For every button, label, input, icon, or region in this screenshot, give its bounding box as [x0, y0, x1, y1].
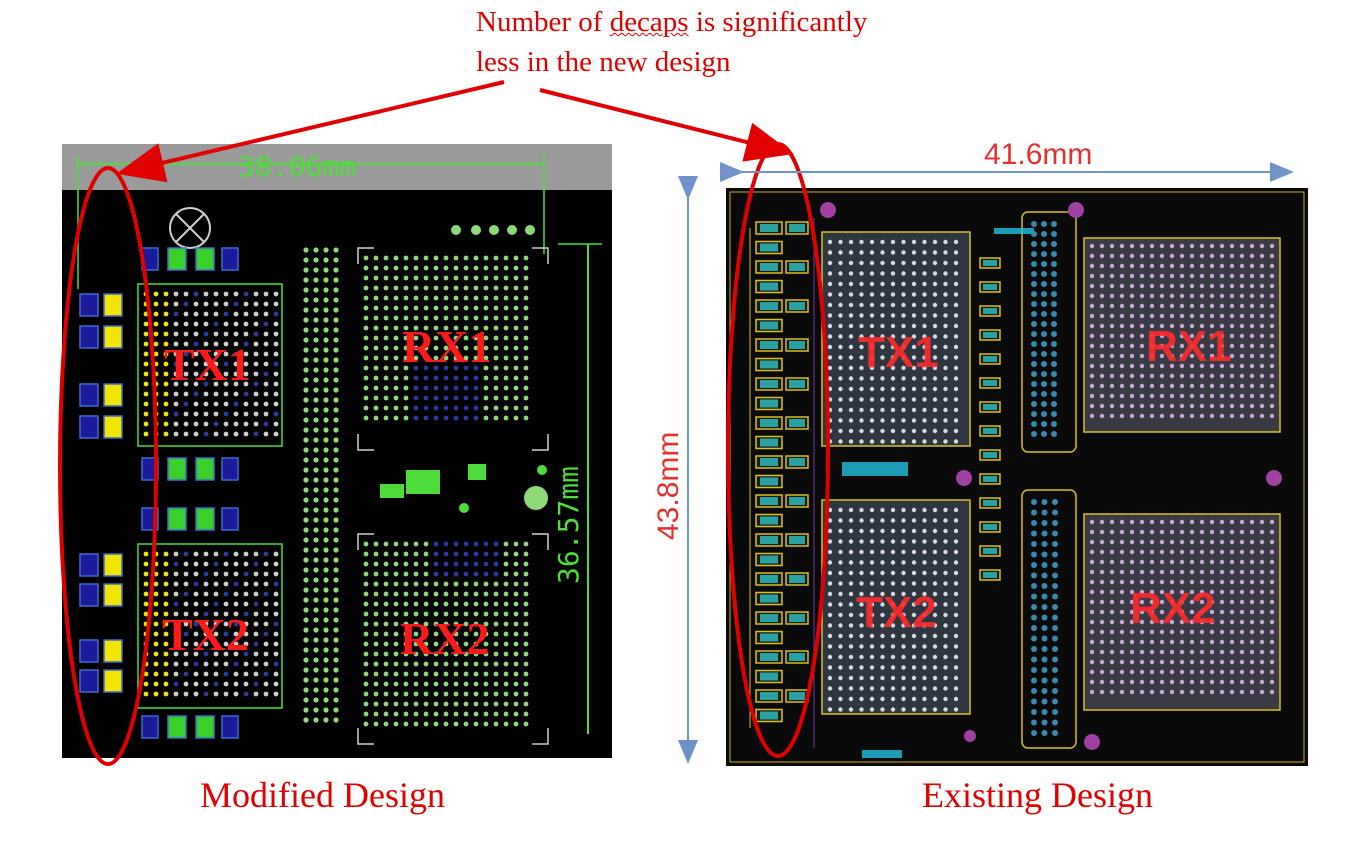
- rx2-ball-grid: [363, 541, 529, 727]
- annotation-text: Number of decaps is significantly less i…: [476, 2, 867, 82]
- modified-height-dimension: 36.57mm: [552, 465, 585, 584]
- modified-board-artwork: [62, 144, 612, 745]
- annotation-line-2: less in the new design: [476, 46, 731, 78]
- annotation-decaps-word: decaps: [609, 6, 689, 38]
- existing-height-dimension: 43.8mm: [652, 431, 685, 540]
- center-via-column: [303, 247, 339, 723]
- modified-chip-rx2: RX2: [400, 613, 490, 664]
- existing-ball-grids: [827, 221, 1275, 736]
- rx1-ball-grid: [363, 255, 529, 421]
- existing-chip-rx1: RX1: [1146, 322, 1232, 371]
- modified-chip-tx1: TX1: [164, 339, 251, 390]
- modified-chip-rx1: RX1: [402, 321, 492, 372]
- existing-chip-tx1: TX1: [858, 328, 939, 377]
- modified-width-dimension: 38.06mm: [238, 150, 357, 183]
- existing-width-dimension: 41.6mm: [984, 138, 1093, 171]
- existing-design-caption: Existing Design: [922, 775, 1153, 815]
- modified-design-board: 38.06mm 36.57mm TX1 RX1 TX2 RX2: [62, 144, 612, 758]
- existing-chip-tx2: TX2: [856, 588, 937, 637]
- existing-design-board: TX1 RX1 TX2 RX2: [726, 188, 1308, 766]
- existing-chip-rx2: RX2: [1130, 584, 1216, 633]
- pointer-arrow-right: [539, 88, 794, 162]
- modified-chip-tx2: TX2: [162, 609, 249, 660]
- existing-board-artwork: [729, 191, 1305, 763]
- annotation-line-1: Number of decaps is significantly: [476, 6, 868, 38]
- modified-design-caption: Modified Design: [200, 775, 445, 815]
